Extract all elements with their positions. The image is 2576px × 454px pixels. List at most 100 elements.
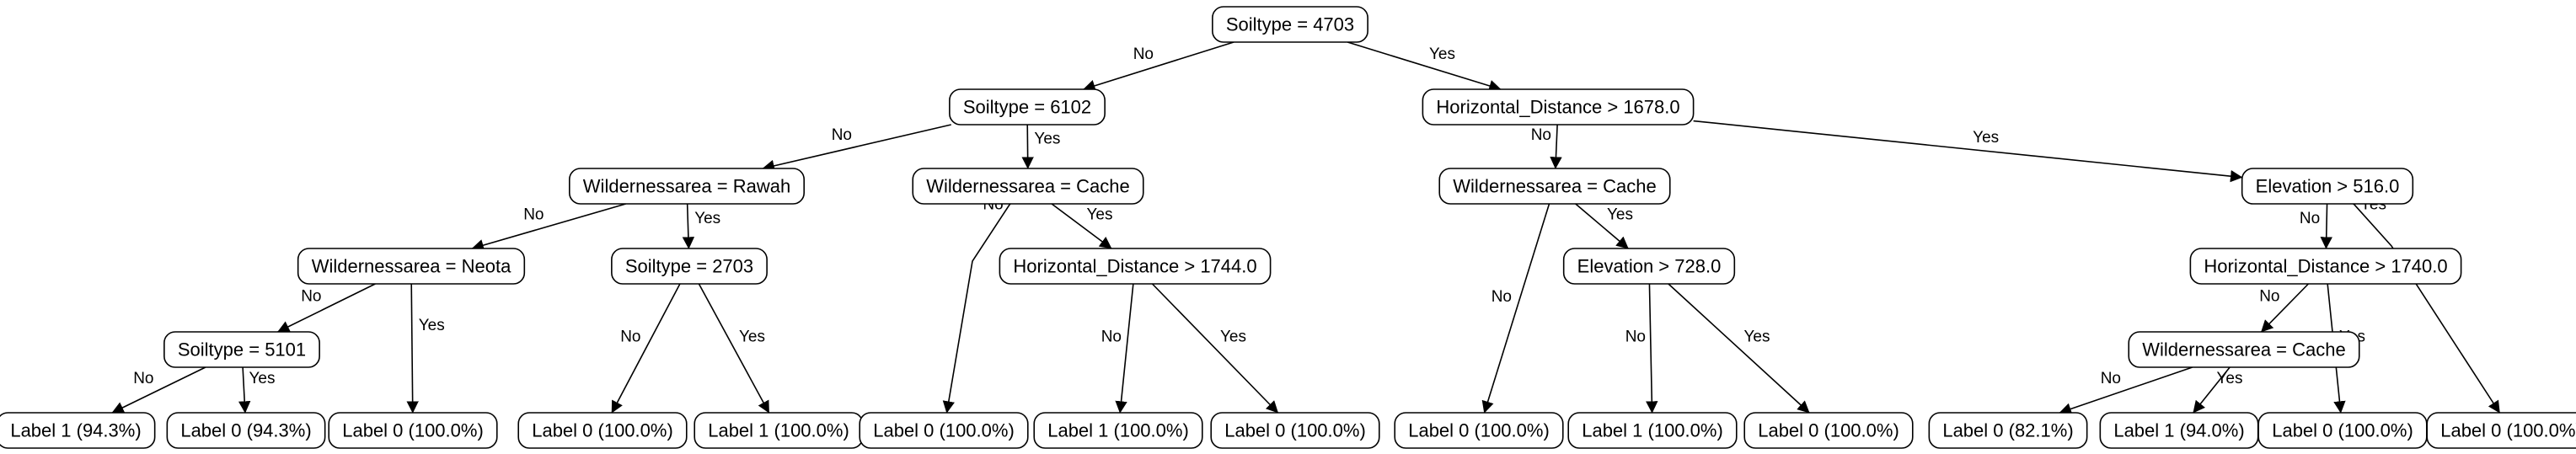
node-box xyxy=(568,168,806,205)
node-label: Horizontal_Distance > 1744.0 xyxy=(1013,256,1256,277)
node-box xyxy=(166,412,326,449)
branch-label-yes: Yes xyxy=(2217,370,2243,387)
branch-label-yes: Yes xyxy=(419,317,445,334)
edge-n2-n10 xyxy=(1693,120,2243,183)
node-box xyxy=(517,412,688,449)
branch-label-yes: Yes xyxy=(1744,328,1770,346)
node-label: Label 0 (100.0%) xyxy=(532,420,673,441)
node-box xyxy=(1422,88,1695,126)
node-label: Wildernessarea = Rawah xyxy=(583,176,790,197)
decision-node: Wildernessarea = Cache xyxy=(2128,331,2360,368)
node-label: Label 1 (94.0%) xyxy=(2113,420,2244,441)
branch-label-yes: Yes xyxy=(1034,131,1060,148)
node-label: Soiltype = 6102 xyxy=(963,97,1091,118)
decision-node: Soiltype = 2703 xyxy=(611,248,768,285)
edge-n9-n11 xyxy=(1575,203,1629,249)
branch-label-no: No xyxy=(620,328,640,346)
branch-label-no: No xyxy=(2259,288,2279,306)
node-label: Label 0 (100.0%) xyxy=(2272,420,2413,441)
edge-n1-n3 xyxy=(762,124,951,172)
node-box xyxy=(1438,168,1671,205)
edge-n13-l12 xyxy=(2059,366,2193,415)
edge-n5-n7 xyxy=(276,283,376,333)
edge-n10-n12 xyxy=(2320,203,2332,249)
branch-label-no: No xyxy=(832,126,852,144)
leaf-node: Label 0 (100.0%) xyxy=(328,412,498,449)
node-box xyxy=(611,248,768,285)
edge-n0-n2 xyxy=(1347,41,1502,92)
node-label: Elevation > 728.0 xyxy=(1577,256,1722,277)
decision-node: Wildernessarea = Neota xyxy=(297,248,526,285)
edge-n4-l6 xyxy=(942,203,1011,414)
leaf-node: Label 0 (100.0%) xyxy=(517,412,688,449)
node-label: Soiltype = 5101 xyxy=(178,339,306,361)
edge-n11-l10 xyxy=(1646,283,1658,414)
branch-label-yes: Yes xyxy=(1220,328,1246,346)
leaf-node: Label 1 (100.0%) xyxy=(1567,412,1738,449)
decision-node: Wildernessarea = Rawah xyxy=(568,168,806,205)
leaf-node: Label 0 (100.0%) xyxy=(1210,412,1380,449)
leaf-node: Label 0 (100.0%) xyxy=(2257,412,2428,449)
node-box xyxy=(1928,412,2088,449)
decision-node: Wildernessarea = Cache xyxy=(912,168,1144,205)
branch-label-yes: Yes xyxy=(694,210,720,227)
node-label: Wildernessarea = Cache xyxy=(2142,339,2346,361)
decision-node: Horizontal_Distance > 1740.0 xyxy=(2189,248,2462,285)
node-box xyxy=(2241,168,2414,205)
node-label: Label 1 (100.0%) xyxy=(708,420,849,441)
node-box xyxy=(328,412,498,449)
node-label: Wildernessarea = Cache xyxy=(926,176,1130,197)
branch-label-no: No xyxy=(1625,328,1646,346)
branch-label-yes: Yes xyxy=(1607,206,1633,224)
node-box xyxy=(1210,412,1380,449)
leaf-node: Label 1 (100.0%) xyxy=(694,412,864,449)
edge-n8-l7 xyxy=(1115,283,1134,414)
node-label: Label 0 (100.0%) xyxy=(1758,420,1899,441)
branch-label-yes: Yes xyxy=(1973,129,1999,147)
decision-node: Soiltype = 4703 xyxy=(1212,6,1368,43)
leaf-node: Label 0 (100.0%) xyxy=(1743,412,1914,449)
leaf-node: Label 1 (94.0%) xyxy=(2099,412,2259,449)
node-label: Wildernessarea = Neota xyxy=(312,256,511,277)
decision-node: Elevation > 516.0 xyxy=(2241,168,2414,205)
edge-n7-l2 xyxy=(238,366,251,414)
node-box xyxy=(1394,412,1564,449)
node-box xyxy=(1212,6,1368,43)
node-label: Soiltype = 4703 xyxy=(1226,14,1354,35)
branch-label-no: No xyxy=(1133,45,1154,63)
node-box xyxy=(999,248,1272,285)
node-box xyxy=(2128,331,2360,368)
node-box xyxy=(2189,248,2462,285)
branch-label-no: No xyxy=(2101,370,2121,387)
node-label: Label 1 (94.3%) xyxy=(10,420,141,441)
leaf-node: Label 0 (82.1%) xyxy=(1928,412,2088,449)
node-box xyxy=(912,168,1144,205)
node-label: Label 1 (100.0%) xyxy=(1047,420,1189,441)
branch-label-no: No xyxy=(133,370,153,387)
branch-label-no: No xyxy=(1492,288,1512,306)
branch-label-yes: Yes xyxy=(1087,206,1113,224)
leaf-node: Label 1 (94.3%) xyxy=(0,412,156,449)
node-box xyxy=(163,331,320,368)
node-label: Label 0 (100.0%) xyxy=(2440,420,2576,441)
branch-label-no: No xyxy=(1531,126,1551,144)
edge-n2-n9 xyxy=(1550,124,1562,169)
node-label: Wildernessarea = Cache xyxy=(1453,176,1657,197)
node-label: Label 1 (100.0%) xyxy=(1582,420,1723,441)
node-box xyxy=(1567,412,1738,449)
edge-n9-l9 xyxy=(1481,203,1550,414)
node-label: Label 0 (94.3%) xyxy=(180,420,311,441)
edge-n6-l5 xyxy=(698,283,770,414)
node-label: Label 0 (100.0%) xyxy=(1224,420,1366,441)
branch-label-no: No xyxy=(1101,328,1122,346)
edge-n3-n5 xyxy=(471,203,626,252)
edge-n0-n1 xyxy=(1083,41,1234,92)
edge-n3-n6 xyxy=(682,203,695,249)
node-box xyxy=(949,88,1106,126)
edge-n7-l1 xyxy=(111,366,206,414)
node-label: Horizontal_Distance > 1678.0 xyxy=(1436,97,1679,118)
branch-label-yes: Yes xyxy=(1429,45,1455,63)
node-label: Label 0 (100.0%) xyxy=(1408,420,1550,441)
